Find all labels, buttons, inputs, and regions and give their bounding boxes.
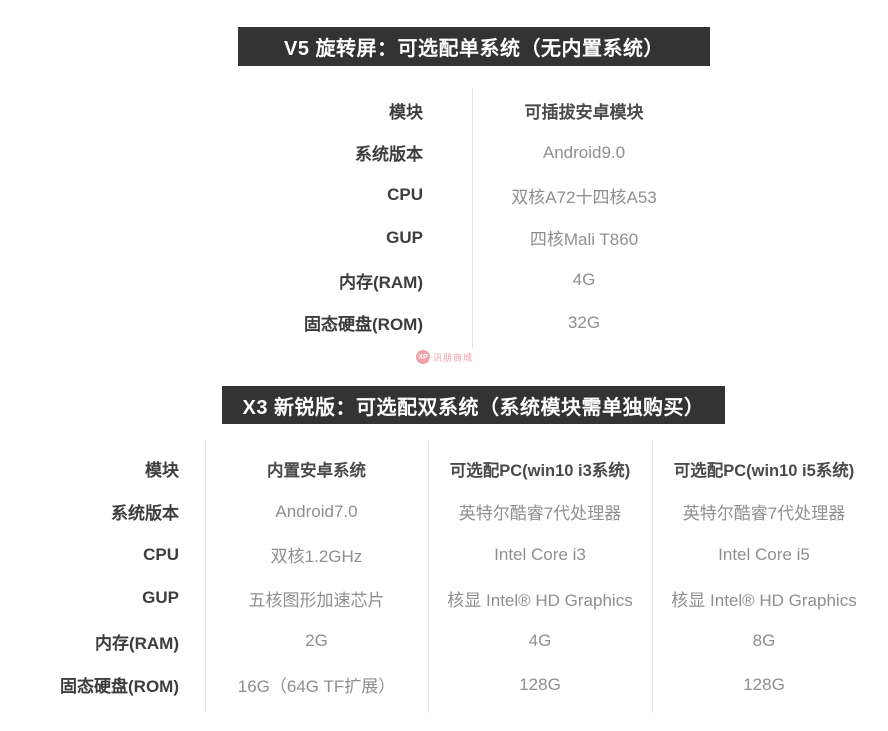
table-row: CPU 双核A72十四核A53 xyxy=(0,174,888,217)
spec-value: 可选配PC(win10 i3系统) xyxy=(449,461,631,480)
spec-value: 2G xyxy=(305,631,328,651)
table-row: 模块 可插拔安卓模块 xyxy=(0,89,888,132)
spec-value: Intel Core i3 xyxy=(494,544,586,564)
spec-label: 模块 xyxy=(145,461,179,481)
spec-value: 四核Mali T860 xyxy=(529,230,639,250)
table-row: 模块 内置安卓系统 可选配PC(win10 i3系统) 可选配PC(win10 … xyxy=(0,447,888,490)
spec-value: 双核A72十四核A53 xyxy=(511,187,657,207)
spec-value: 内置安卓系统 xyxy=(267,461,366,480)
spec-value: 4G xyxy=(572,270,596,290)
spec-value: 128G xyxy=(743,674,785,694)
spec-label: 系统版本 xyxy=(355,145,423,165)
spec-value: Android9.0 xyxy=(542,142,626,162)
table-row: 系统版本 Android9.0 xyxy=(0,132,888,175)
spec-value: 核显 Intel® HD Graphics xyxy=(447,590,633,610)
spec-table-v5: 模块 可插拔安卓模块 系统版本 Android9.0 CPU 双核A72十四核A… xyxy=(0,89,888,344)
spec-value: 16G（64G TF扩展） xyxy=(237,677,396,697)
table-row: GUP 四核Mali T860 xyxy=(0,217,888,260)
spec-label: 模块 xyxy=(389,102,423,122)
table-row: CPU 双核1.2GHz Intel Core i3 Intel Core i5 xyxy=(0,533,888,576)
table-row: 系统版本 Android7.0 英特尔酷睿7代处理器 英特尔酷睿7代处理器 xyxy=(0,490,888,533)
spec-value: 4G xyxy=(528,631,552,651)
spec-table-x3: 模块 内置安卓系统 可选配PC(win10 i3系统) 可选配PC(win10 … xyxy=(0,447,888,706)
store-watermark-label: 讯朋商城 xyxy=(433,352,474,363)
spec-label: GUP xyxy=(386,227,423,247)
spec-label: 内存(RAM) xyxy=(338,272,423,292)
spec-value: 五核图形加速芯片 xyxy=(248,590,385,610)
spec-label: 固态硬盘(ROM) xyxy=(60,677,179,697)
column-divider xyxy=(652,441,653,713)
spec-label: 内存(RAM) xyxy=(94,633,179,653)
table-row: 内存(RAM) 4G xyxy=(0,259,888,302)
column-divider xyxy=(428,441,429,713)
store-watermark: XP 讯朋商城 xyxy=(416,350,473,364)
column-divider xyxy=(472,88,473,349)
table-row: 固态硬盘(ROM) 16G（64G TF扩展） 128G 128G xyxy=(0,663,888,706)
table-row: GUP 五核图形加速芯片 核显 Intel® HD Graphics 核显 In… xyxy=(0,577,888,620)
spec-label: 固态硬盘(ROM) xyxy=(304,315,423,335)
table-row: 内存(RAM) 2G 4G 8G xyxy=(0,620,888,663)
spec-label: CPU xyxy=(387,185,423,205)
section-banner-v5: V5 旋转屏：可选配单系统（无内置系统） xyxy=(238,27,710,66)
spec-value: 32G xyxy=(567,312,601,332)
spec-value: 英特尔酷睿7代处理器 xyxy=(458,504,622,524)
spec-value: 8G xyxy=(752,631,776,651)
section-banner-x3: X3 新锐版：可选配双系统（系统模块需单独购买） xyxy=(222,386,725,424)
spec-value: 双核1.2GHz xyxy=(270,547,363,567)
table-row: 固态硬盘(ROM) 32G xyxy=(0,302,888,345)
spec-value: 可插拔安卓模块 xyxy=(524,102,644,122)
spec-label: CPU xyxy=(143,544,179,564)
spec-value: 可选配PC(win10 i5系统) xyxy=(673,461,855,480)
spec-value: Android7.0 xyxy=(275,501,358,521)
column-divider xyxy=(205,441,206,713)
store-logo-icon: XP xyxy=(416,350,430,364)
spec-value: 核显 Intel® HD Graphics xyxy=(671,590,857,610)
spec-value: 英特尔酷睿7代处理器 xyxy=(682,504,846,524)
spec-value: 128G xyxy=(519,674,561,694)
spec-value: Intel Core i5 xyxy=(718,544,810,564)
spec-label: GUP xyxy=(142,588,179,608)
spec-label: 系统版本 xyxy=(111,504,179,524)
